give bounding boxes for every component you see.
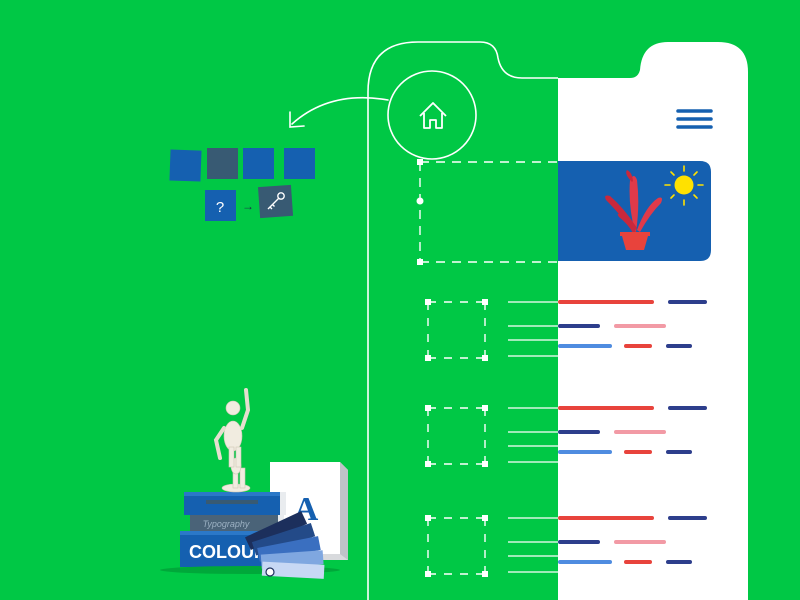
tile-2[interactable] [207, 148, 238, 179]
hero-image-placeholder [419, 161, 558, 263]
tile-1[interactable] [169, 149, 202, 182]
tile-4[interactable] [284, 148, 315, 179]
flow-arrow [289, 97, 389, 128]
list-connectors [508, 517, 558, 573]
home-button[interactable] [387, 70, 477, 160]
mannequin-figure [213, 388, 251, 493]
tile-grid: ? → [169, 148, 315, 221]
tile-help[interactable] [205, 190, 236, 221]
list-item[interactable] [425, 405, 707, 467]
question-icon: ? [216, 199, 224, 216]
content-list [425, 299, 707, 577]
list-thumbnail-placeholder [425, 515, 488, 577]
home-icon [419, 102, 447, 129]
hamburger-menu-icon[interactable] [676, 109, 713, 129]
colour-swatch-fan [244, 511, 325, 579]
list-item[interactable] [425, 515, 707, 577]
list-connectors [508, 301, 558, 357]
sun-illustration [664, 165, 704, 206]
potted-plant-illustration [605, 170, 662, 250]
phone-outline [367, 41, 558, 600]
list-connectors [508, 407, 558, 463]
tile-3[interactable] [243, 148, 274, 179]
placeholder-handles [416, 159, 424, 265]
list-item[interactable] [425, 299, 707, 361]
list-thumbnail-placeholder [425, 299, 488, 361]
list-thumbnail-placeholder [425, 405, 488, 467]
key-icon [267, 192, 285, 210]
hero-card[interactable] [558, 161, 711, 261]
arrow-right-icon: → [242, 199, 254, 213]
book-spine-bottom-label: COLOUR [189, 542, 267, 562]
book-spine-top-label: Typography [203, 519, 250, 529]
